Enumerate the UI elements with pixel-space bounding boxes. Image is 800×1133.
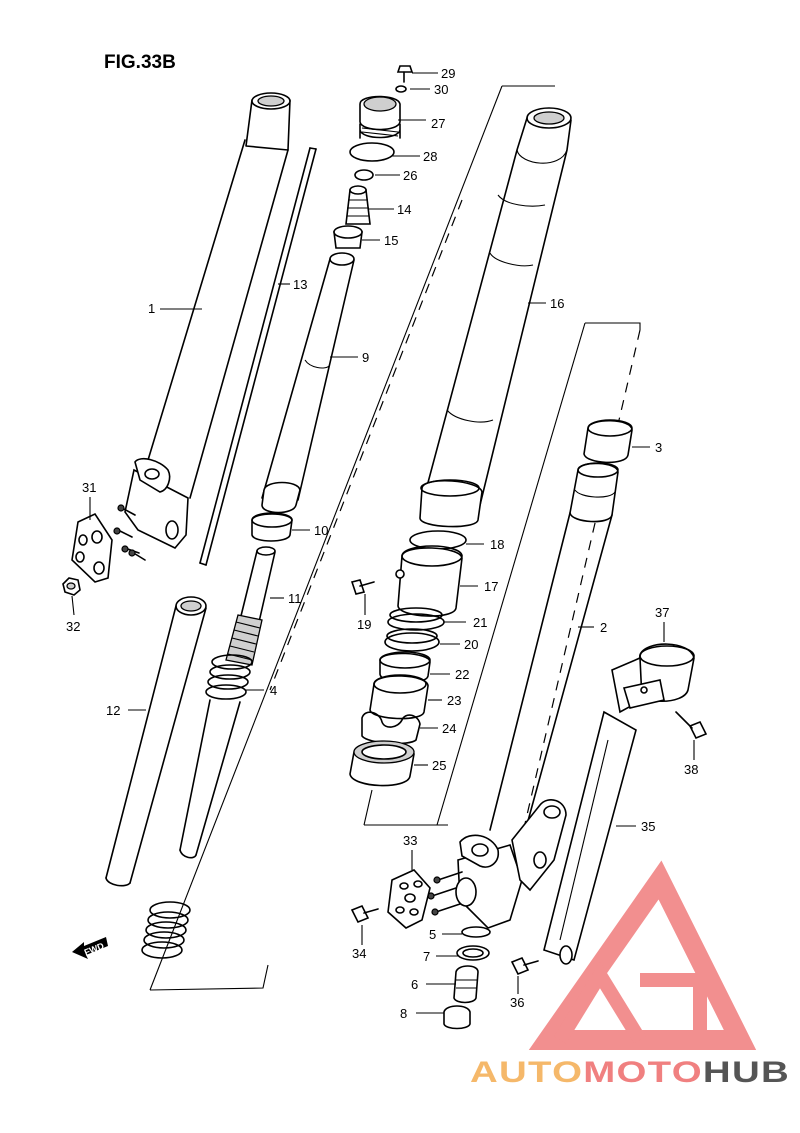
- callout-34: 34: [352, 946, 366, 961]
- callout-18: 18: [490, 537, 504, 552]
- guide-tube-part-12: [105, 596, 207, 887]
- bolt-part-34: [350, 904, 379, 924]
- inner-tube-part-16: [425, 107, 572, 506]
- dust-seal-part-25: [349, 740, 415, 787]
- callout-35: 35: [641, 819, 655, 834]
- callout-17: 17: [484, 579, 498, 594]
- damper-rod-part-11: [225, 546, 276, 666]
- callout-8: 8: [400, 1006, 407, 1021]
- callout-7: 7: [423, 949, 430, 964]
- callout-21: 21: [473, 615, 487, 630]
- figure-title: FIG.33B: [104, 52, 176, 73]
- callout-25: 25: [432, 758, 446, 773]
- callout-4: 4: [270, 683, 277, 698]
- callout-13: 13: [293, 277, 307, 292]
- callout-11: 11: [288, 591, 302, 606]
- watermark-logo: [528, 860, 757, 1050]
- callout-24: 24: [442, 721, 456, 736]
- callout-6: 6: [411, 977, 418, 992]
- callout-16: 16: [550, 296, 564, 311]
- axle-bracket-lower: [427, 799, 567, 929]
- callout-19: 19: [357, 617, 371, 632]
- bolt-part-36: [510, 956, 539, 976]
- callout-36: 36: [510, 995, 524, 1010]
- callout-27: 27: [431, 116, 445, 131]
- cap-part-8: [443, 1005, 471, 1030]
- axle-holder-part-31: [71, 512, 113, 583]
- bushing-part-20: [384, 628, 440, 652]
- callout-15: 15: [384, 233, 398, 248]
- fwd-label: FWD: [83, 940, 106, 957]
- bushing-part-18: [409, 479, 483, 550]
- o-ring-part-28: [349, 142, 395, 162]
- washer-part-30: [395, 85, 407, 93]
- watermark-brand-auto: AUTO: [470, 1056, 583, 1089]
- spring-lower: [141, 901, 191, 959]
- spring-part-4: [205, 654, 253, 700]
- bolt-part-38: [675, 711, 708, 740]
- oil-seal-part-23: [369, 674, 429, 720]
- valve-part-14: [345, 185, 371, 225]
- callout-20: 20: [464, 637, 478, 652]
- washer-part-7: [456, 945, 490, 961]
- clamp-part-37: [611, 643, 695, 714]
- callout-3: 3: [655, 440, 662, 455]
- nut-part-32: [62, 577, 81, 596]
- callout-32: 32: [66, 619, 80, 634]
- callout-12: 12: [106, 703, 120, 718]
- callout-10: 10: [314, 523, 328, 538]
- watermark-brand-moto: MOTO: [583, 1056, 703, 1089]
- assembly-outline-center: [149, 85, 555, 991]
- nut-part-15: [333, 225, 363, 249]
- callout-5: 5: [429, 927, 436, 942]
- callout-22: 22: [455, 667, 469, 682]
- damper-cylinder-part-9: [261, 252, 355, 514]
- callout-38: 38: [684, 762, 698, 777]
- fwd-direction-marker: FWD: [72, 937, 108, 959]
- callout-28: 28: [423, 149, 437, 164]
- watermark-brand-hub: HUB: [703, 1056, 790, 1089]
- callout-29: 29: [441, 66, 455, 81]
- callout-1: 1: [148, 301, 155, 316]
- assembly-outline-right: [363, 322, 641, 846]
- ring-part-5: [461, 926, 491, 938]
- screw-part-19: [350, 579, 375, 595]
- fork-guard-part-35: [543, 710, 637, 965]
- ring-part-10: [251, 512, 293, 542]
- callout-31: 31: [82, 480, 96, 495]
- ring-part-26: [354, 169, 374, 181]
- inner-tube-part-2: [489, 462, 619, 851]
- rod-part-13: [199, 147, 317, 566]
- callout-labels: 1 13 9 29 30 27 28 26 14 15 16 10 11 4 1…: [66, 66, 698, 1021]
- leader-lines: [71, 72, 695, 1014]
- callout-37: 37: [655, 605, 669, 620]
- callout-23: 23: [447, 693, 461, 708]
- screw-part-29: [396, 65, 414, 83]
- slider-bushing-part-17: [395, 545, 463, 617]
- callout-33: 33: [403, 833, 417, 848]
- axle-holder-part-33: [387, 869, 431, 929]
- callout-9: 9: [362, 350, 369, 365]
- callout-26: 26: [403, 168, 417, 183]
- inner-rod-lower: [179, 699, 241, 859]
- callout-30: 30: [434, 82, 448, 97]
- callout-14: 14: [397, 202, 411, 217]
- bolt-part-6: [453, 965, 479, 1004]
- bushing-part-3: [583, 419, 633, 464]
- cap-bolt-part-27: [359, 95, 401, 139]
- outer-tube-part-1: [113, 92, 291, 561]
- callout-2: 2: [600, 620, 607, 635]
